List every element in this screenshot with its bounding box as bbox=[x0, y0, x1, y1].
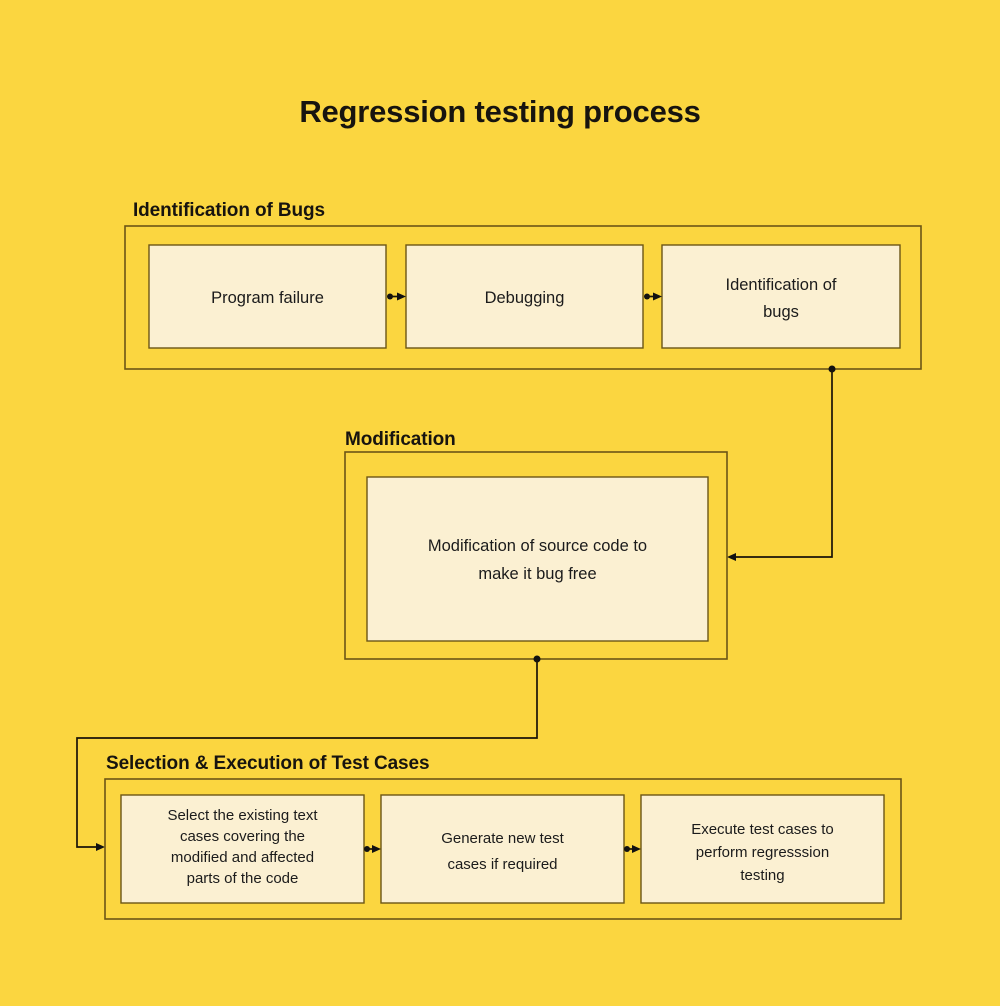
node-generate-new-cases-line1: Generate new test bbox=[441, 830, 564, 847]
node-debugging[interactable] bbox=[405, 244, 644, 349]
node-generate-new-cases-line2: cases if required bbox=[447, 856, 557, 873]
node-identification-of-bugs-line1: Identification of bbox=[726, 276, 837, 294]
section-label-selection-execution: Selection & Execution of Test Cases bbox=[106, 753, 429, 774]
node-program-failure[interactable] bbox=[148, 244, 387, 349]
node-select-existing-cases[interactable] bbox=[120, 794, 365, 904]
node-execute-test-cases-line3: testing bbox=[740, 867, 784, 884]
connector-generate-to-execute bbox=[624, 845, 641, 853]
connector-identification-group-to-modification-group bbox=[727, 365, 836, 561]
node-select-existing-cases-line2: cases covering the bbox=[180, 828, 305, 845]
page-title: Regression testing process bbox=[299, 94, 700, 129]
node-execute-test-cases-line1: Execute test cases to bbox=[691, 821, 834, 838]
node-execute-test-cases-line2: perform regresssion bbox=[696, 844, 829, 861]
node-select-existing-cases-line3: modified and affected bbox=[171, 849, 314, 866]
node-modify-source-code[interactable] bbox=[366, 476, 709, 642]
node-identification-of-bugs-line2: bugs bbox=[763, 303, 799, 321]
section-label-modification: Modification bbox=[345, 429, 456, 450]
group-box-identification bbox=[124, 225, 922, 370]
connector-select-to-generate bbox=[364, 845, 381, 853]
node-debugging-line1: Debugging bbox=[485, 289, 565, 307]
node-modify-source-code-line2: make it bug free bbox=[478, 565, 596, 583]
node-generate-new-cases[interactable] bbox=[380, 794, 625, 904]
connector-modification-group-to-selection-group bbox=[76, 655, 541, 851]
node-select-existing-cases-line4: parts of the code bbox=[187, 870, 299, 887]
node-program-failure-line1: Program failure bbox=[211, 289, 324, 307]
node-select-existing-cases-line1: Select the existing text bbox=[167, 807, 318, 824]
node-modify-source-code-line1: Modification of source code to bbox=[428, 537, 647, 555]
connector-debugging-to-identification bbox=[644, 292, 662, 301]
node-identification-of-bugs[interactable] bbox=[661, 244, 901, 349]
group-box-selection-execution bbox=[104, 778, 902, 920]
connector-program-failure-to-debugging bbox=[387, 292, 406, 301]
node-execute-test-cases[interactable] bbox=[640, 794, 885, 904]
section-label-identification: Identification of Bugs bbox=[133, 200, 325, 221]
